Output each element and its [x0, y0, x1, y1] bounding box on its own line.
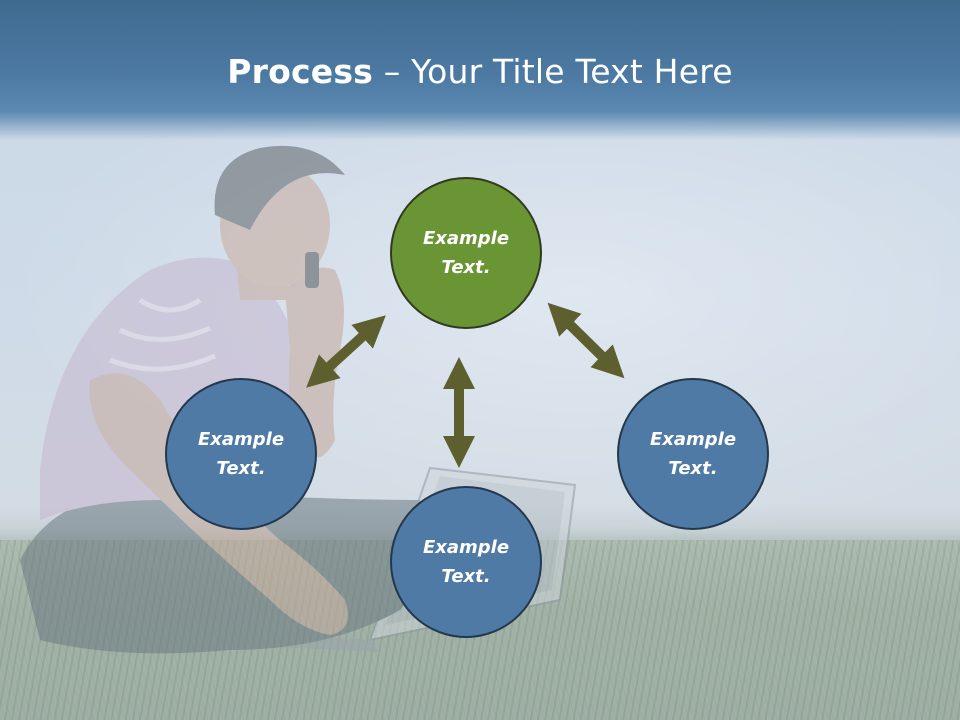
- arrow-top-left: [306, 315, 386, 388]
- page-title: Process – Your Title Text Here: [0, 52, 960, 91]
- title-bar: [0, 0, 960, 140]
- node-top-label: Example Text.: [422, 228, 510, 278]
- title-rest-part: – Your Title Text Here: [373, 52, 733, 91]
- process-node-right: Example Text.: [617, 378, 769, 530]
- node-left-label: Example Text.: [197, 429, 285, 479]
- process-node-top: Example Text.: [390, 177, 542, 329]
- node-right-label: Example Text.: [649, 429, 737, 479]
- arrow-top-right: [547, 302, 625, 379]
- title-bold-part: Process: [227, 52, 374, 91]
- process-node-bottom: Example Text.: [390, 486, 542, 638]
- process-node-left: Example Text.: [165, 378, 317, 530]
- node-bottom-label: Example Text.: [422, 537, 510, 587]
